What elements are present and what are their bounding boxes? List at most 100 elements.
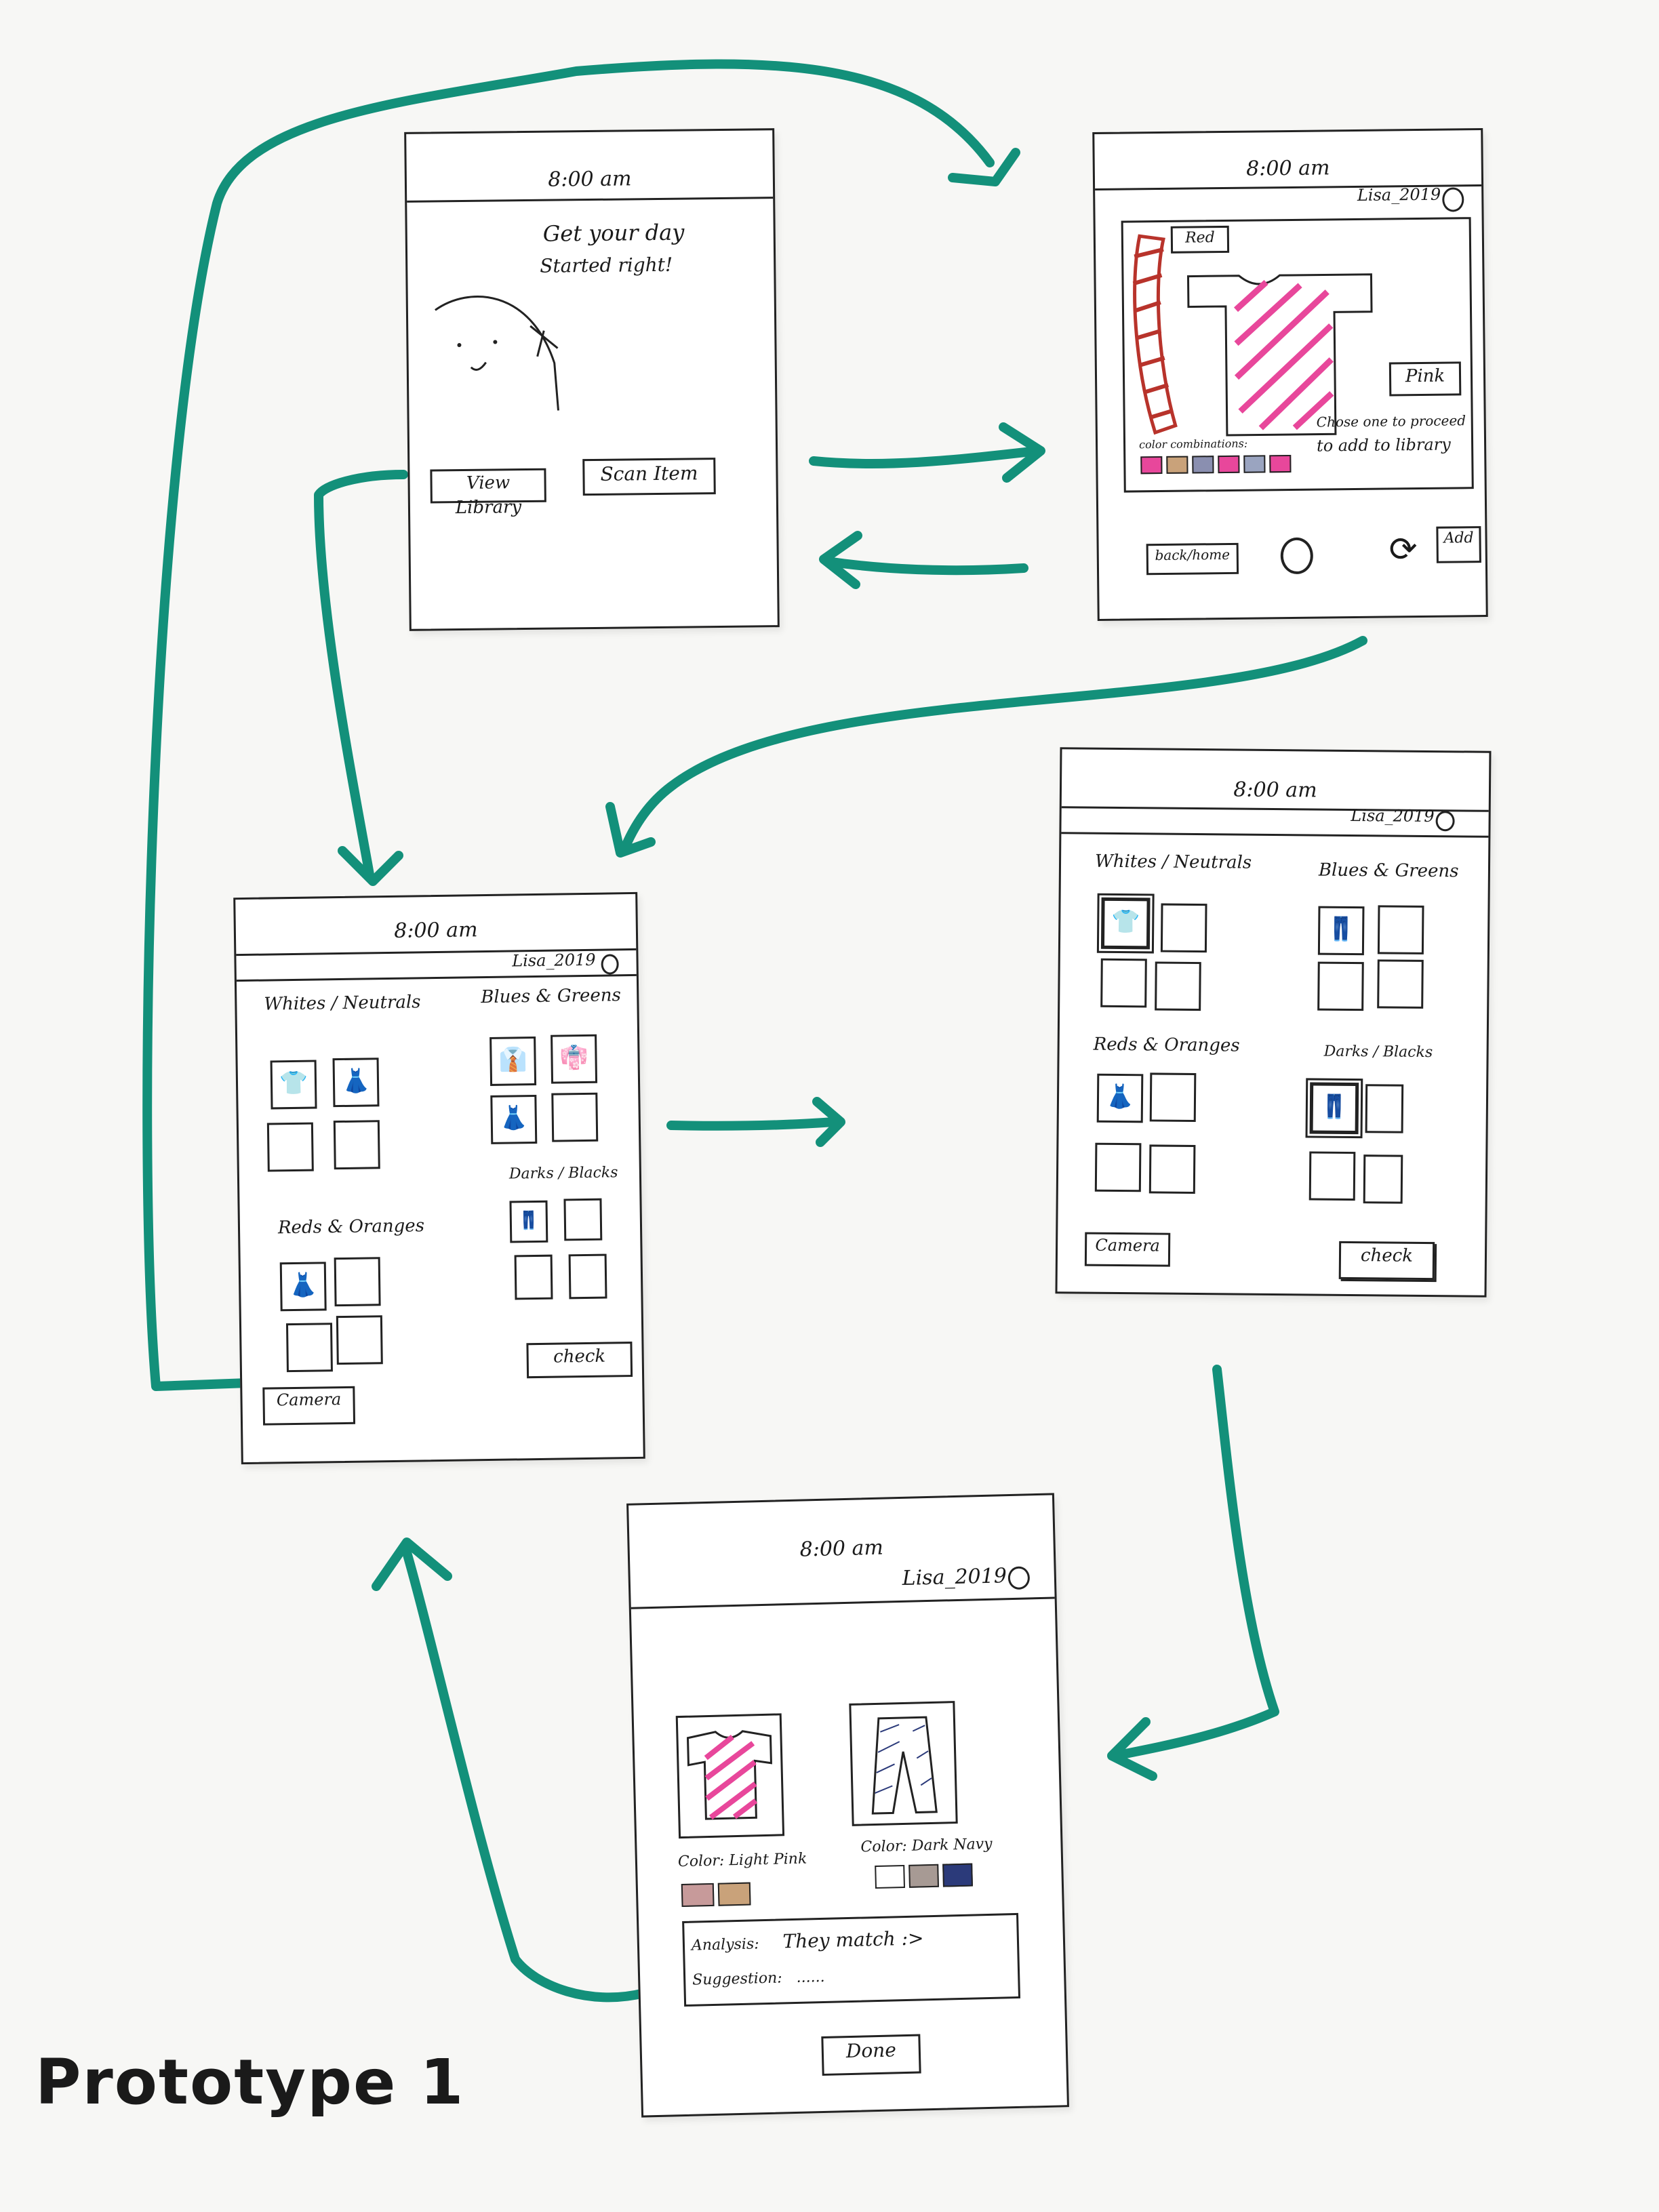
refresh-icon[interactable]: ⟳ xyxy=(1388,529,1418,569)
swatch-5[interactable] xyxy=(1243,455,1266,473)
swatch-1[interactable] xyxy=(1140,456,1163,475)
check-button[interactable]: check xyxy=(526,1342,633,1379)
swatch-2[interactable] xyxy=(1166,456,1188,474)
back-home-button[interactable]: back/home xyxy=(1146,542,1239,576)
library-item-empty[interactable] xyxy=(563,1198,603,1241)
avatar-icon[interactable] xyxy=(601,954,619,975)
library-item[interactable]: 👕 xyxy=(270,1060,317,1110)
item-frame-right[interactable] xyxy=(849,1701,958,1826)
arrowhead-scan-to-home xyxy=(819,531,862,589)
add-button[interactable]: Add xyxy=(1436,526,1481,563)
arrowhead-scan-top xyxy=(948,148,1020,186)
library-item-empty[interactable] xyxy=(1160,903,1207,953)
category-blues: Blues & Greens xyxy=(481,985,622,1008)
swatch-3[interactable] xyxy=(942,1863,973,1887)
color-combinations-label: color combinations: xyxy=(1138,437,1248,451)
color-right-label: Color: Dark Navy xyxy=(860,1835,993,1856)
tag-red: Red xyxy=(1170,225,1230,254)
analysis-box: Analysis: They match :> Suggestion: ....… xyxy=(682,1912,1021,2007)
library-item-empty[interactable] xyxy=(336,1315,383,1365)
library-item-empty[interactable] xyxy=(285,1323,333,1373)
swatch-6[interactable] xyxy=(1269,454,1292,473)
library-item-empty[interactable] xyxy=(1365,1084,1404,1133)
library-item-empty[interactable] xyxy=(1148,1144,1196,1194)
view-library-button[interactable]: View Library xyxy=(430,468,546,519)
library-item[interactable]: 👘 xyxy=(551,1034,598,1084)
category-reds: Reds & Oranges xyxy=(1093,1034,1240,1056)
analysis-label: Analysis: xyxy=(691,1935,759,1954)
library-item-empty[interactable] xyxy=(1363,1154,1403,1204)
library-item-empty[interactable] xyxy=(1094,1142,1142,1192)
arrowhead-home-to-scan xyxy=(999,422,1045,483)
library-item-empty[interactable] xyxy=(1100,958,1147,1008)
skirt-icon: 👗 xyxy=(1105,1083,1135,1111)
avatar-icon[interactable] xyxy=(1007,1566,1031,1590)
library-item-empty[interactable] xyxy=(334,1257,381,1307)
library-item-empty[interactable] xyxy=(1155,961,1201,1011)
library-item[interactable]: 👗 xyxy=(279,1262,327,1312)
library-item-empty[interactable] xyxy=(1308,1151,1356,1201)
swatch-3[interactable] xyxy=(1192,456,1214,474)
library-item-empty[interactable] xyxy=(1377,959,1424,1009)
skirt-icon: 👘 xyxy=(559,1043,588,1072)
library-item[interactable]: 👖 xyxy=(509,1200,548,1243)
camera-button[interactable]: Camera xyxy=(262,1386,356,1426)
greeting-line-1: Get your day xyxy=(542,219,685,247)
library-item-empty[interactable] xyxy=(266,1122,314,1172)
color-right-swatches[interactable] xyxy=(875,1863,973,1889)
navy-pants-illustration xyxy=(871,1716,938,1815)
swatch-2[interactable] xyxy=(908,1864,939,1888)
color-left-swatches[interactable] xyxy=(681,1882,751,1908)
color-left-label: Color: Light Pink xyxy=(677,1850,807,1871)
swatch-1[interactable] xyxy=(681,1883,715,1908)
done-button[interactable]: Done xyxy=(821,2034,921,2076)
arrow-home-to-scan xyxy=(809,446,1042,469)
library-item-selected[interactable]: 👖 xyxy=(1305,1078,1363,1139)
pants-icon: 👖 xyxy=(1326,915,1356,944)
arrow-scan-to-home xyxy=(822,557,1028,576)
category-darks: Darks / Blacks xyxy=(1323,1043,1433,1062)
library-item[interactable]: 👖 xyxy=(1317,906,1365,956)
library-item[interactable]: 👔 xyxy=(489,1036,537,1086)
status-time: 8:00 am xyxy=(394,918,478,943)
library-item-empty[interactable] xyxy=(1149,1072,1197,1123)
library-item[interactable]: 👗 xyxy=(490,1094,538,1144)
item-frame-left[interactable] xyxy=(675,1713,785,1839)
status-time: 8:00 am xyxy=(1246,156,1330,181)
avatar-icon[interactable] xyxy=(1442,187,1464,212)
screen-result: 8:00 am Lisa_2019 Color: Light Pink Colo… xyxy=(626,1493,1069,2118)
arrow-home-to-library xyxy=(314,470,408,879)
pants-icon: 👖 xyxy=(1319,1093,1349,1121)
library-item-empty[interactable] xyxy=(568,1253,607,1300)
instruction-line-2: to add to library xyxy=(1316,435,1451,456)
category-reds: Reds & Oranges xyxy=(277,1215,425,1239)
swatch-4[interactable] xyxy=(1218,455,1240,474)
library-item-empty[interactable] xyxy=(333,1120,380,1170)
shutter-button-icon[interactable] xyxy=(1280,537,1314,575)
user-label: Lisa_2019 xyxy=(1351,805,1435,826)
library-item-selected[interactable]: 👕 xyxy=(1096,893,1155,954)
status-time: 8:00 am xyxy=(1233,778,1317,803)
suggestion-label: Suggestion: xyxy=(692,1969,782,1989)
library-item-empty[interactable] xyxy=(1317,961,1364,1011)
analysis-value: They match :> xyxy=(782,1927,924,1953)
avatar-icon[interactable] xyxy=(1435,811,1455,832)
camera-button[interactable]: Camera xyxy=(1084,1232,1171,1267)
library-item-empty[interactable] xyxy=(551,1092,599,1142)
check-button[interactable]: check xyxy=(1338,1241,1435,1281)
status-time: 8:00 am xyxy=(548,167,632,192)
swatch-1[interactable] xyxy=(875,1864,906,1889)
library-item-empty[interactable] xyxy=(1377,905,1424,954)
category-whites: Whites / Neutrals xyxy=(1094,851,1252,873)
pink-tshirt-illustration xyxy=(686,1730,772,1820)
status-time: 8:00 am xyxy=(799,1535,884,1562)
arrow-result-to-library xyxy=(402,1548,649,2003)
library-item[interactable]: 👗 xyxy=(332,1058,380,1108)
library-item-empty[interactable] xyxy=(514,1254,553,1300)
library-item[interactable]: 👗 xyxy=(1096,1073,1144,1123)
mascot-illustration xyxy=(435,295,559,411)
swatch-2[interactable] xyxy=(717,1882,751,1906)
scan-item-button[interactable]: Scan Item xyxy=(582,458,716,496)
color-combination-swatches[interactable] xyxy=(1140,454,1292,475)
greeting-line-2: Started right! xyxy=(540,253,673,277)
